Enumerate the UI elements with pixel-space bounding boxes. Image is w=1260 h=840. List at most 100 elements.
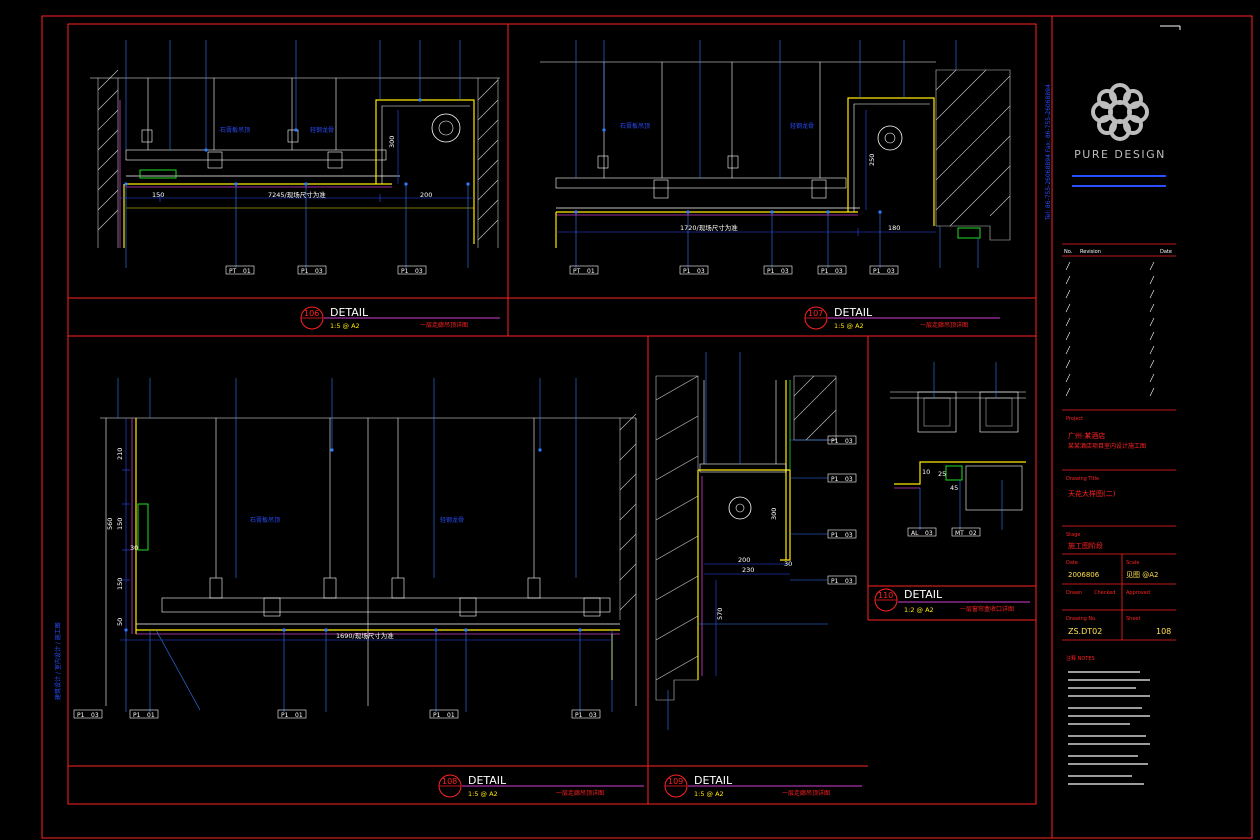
detail-label: DETAIL	[904, 588, 943, 601]
detail-scale: 1:5 @ A2	[694, 790, 724, 798]
notes-title: 注释 NOTES	[1066, 655, 1095, 662]
tag-code: P1	[683, 268, 691, 275]
notes-lines	[1068, 671, 1150, 785]
dim-text: 10	[922, 468, 930, 476]
dim-text: 30	[784, 560, 792, 568]
drawing-title: 天花大样图(二)	[1068, 489, 1116, 498]
project-label: Project	[1066, 416, 1083, 422]
detail-109-tags	[827, 435, 857, 585]
tag-code: MT	[955, 530, 964, 537]
scale-value: 见图 @A2	[1126, 571, 1158, 579]
tag-num: 03	[781, 268, 789, 275]
detail-scale: 1:5 @ A2	[468, 790, 498, 798]
drawn-label: Drawn	[1066, 590, 1082, 596]
tag-num: 03	[925, 530, 933, 537]
detail-108-title: 108 DETAIL 1:5 @ A2 一层走廊吊顶详图	[438, 774, 644, 798]
dim-text: 300	[388, 136, 396, 148]
logo	[1091, 83, 1149, 141]
tag-code: P1	[831, 438, 839, 445]
dim-text: 30	[130, 544, 138, 552]
brand-name: PURE DESIGN	[1074, 148, 1166, 161]
dim-text: 25	[938, 470, 946, 478]
corner-ticks	[1160, 25, 1181, 30]
detail-107-tag-labels: PT 01 P1 03 P1 03 P1 03 P1 03	[573, 268, 895, 275]
detail-109-tag-labels: P1 03 P1 03 P1 03 P1 03	[831, 438, 853, 585]
detail-110-title: 110 DETAIL 1:2 @ A2 一层窗帘盒收口详图	[874, 588, 1030, 614]
detail-107-title: 107 DETAIL 1:5 @ A2 一层走廊吊顶详图	[804, 306, 1000, 330]
detail-number: 110	[878, 591, 893, 600]
dim-text: 210	[116, 448, 124, 460]
tag-num: 03	[887, 268, 895, 275]
detail-106-title: 106 DETAIL 1:5 @ A2 一层走廊吊顶详图	[300, 306, 500, 330]
dim-text: 250	[868, 154, 876, 166]
revision-table	[1062, 243, 1176, 411]
tag-code: P1	[831, 476, 839, 483]
brand-subtitle-lines	[1072, 175, 1166, 187]
dim-text: 570	[716, 608, 724, 620]
drawing-label: Drawing Title	[1066, 476, 1099, 482]
detail-number: 109	[668, 777, 683, 786]
date-label: Date	[1066, 560, 1078, 566]
tag-num: 03	[697, 268, 705, 275]
dim-text: 1690/现场尺寸为准	[336, 631, 394, 640]
detail-107-drawing: 石膏板吊顶轻钢龙骨	[540, 40, 1011, 268]
tag-code: P1	[77, 712, 85, 719]
detail-110-tags	[907, 527, 981, 537]
tag-code: PT	[573, 268, 581, 275]
tag-num: 03	[415, 268, 423, 275]
stage-label: Stage	[1066, 532, 1080, 538]
tag-code: P1	[281, 712, 289, 719]
tag-num: 03	[315, 268, 323, 275]
detail-109-title: 109 DETAIL 1:5 @ A2 一层走廊吊顶详图	[664, 774, 862, 798]
detail-110-tag-labels: AL 03 MT 02	[911, 530, 977, 537]
tag-num: 01	[243, 268, 251, 275]
detail-108-tags	[73, 709, 601, 719]
detail-108-dimensions: 210 560 150 30 150 50 1690/现场尺寸为准	[106, 448, 394, 640]
detail-110-dimensions: 10 25 45	[922, 468, 958, 492]
detail-note: 一层走廊吊顶详图	[556, 789, 604, 797]
tag-code: AL	[911, 530, 919, 537]
tag-code: P1	[831, 578, 839, 585]
dim-text: 150	[152, 191, 164, 199]
dim-text: 150	[116, 518, 124, 530]
tag-code: P1	[767, 268, 775, 275]
detail-note: 一层走廊吊顶详图	[920, 321, 968, 329]
stage-value: 施工图阶段	[1068, 541, 1103, 550]
detail-106-dimensions: 150 7245/现场尺寸为准 200 300	[152, 136, 432, 199]
revision-slashes	[1065, 261, 1155, 397]
tag-num: 01	[147, 712, 155, 719]
sheet-value: 108	[1156, 627, 1171, 636]
detail-scale: 1:2 @ A2	[904, 606, 934, 614]
rev-header: Date	[1160, 249, 1172, 255]
svg-text:石膏板吊顶: 石膏板吊顶	[250, 516, 280, 524]
svg-text:轻钢龙骨: 轻钢龙骨	[440, 516, 464, 524]
tag-code: P1	[133, 712, 141, 719]
detail-106-drawing: 石膏板吊顶轻钢龙骨	[90, 40, 500, 268]
detail-scale: 1:5 @ A2	[834, 322, 864, 330]
detail-label: DETAIL	[330, 306, 369, 319]
tag-num: 03	[91, 712, 99, 719]
vertical-contact-text: Tel: 86-755-26068894 Fax: 86-755-2606889…	[1045, 84, 1052, 221]
detail-107-dimensions: 1720/现场尺寸为准 180 250	[680, 154, 900, 232]
date-value: 2006806	[1068, 571, 1100, 579]
detail-note: 一层窗帘盒收口详图	[960, 605, 1014, 613]
tag-code: PT	[229, 268, 237, 275]
detail-number: 108	[442, 777, 457, 786]
detail-note: 一层走廊吊顶详图	[782, 789, 830, 797]
detail-106-tags	[225, 265, 427, 275]
dwgno-label: Drawing No.	[1066, 616, 1097, 622]
svg-text:石膏板吊顶: 石膏板吊顶	[620, 122, 650, 130]
tag-code: P1	[873, 268, 881, 275]
project-section: Project 广州·某酒店 某某酒店项目室内设计施工图 Drawing Tit…	[1062, 416, 1176, 662]
tag-num: 02	[969, 530, 977, 537]
tag-num: 03	[589, 712, 597, 719]
dim-text: 230	[742, 566, 754, 574]
vertical-note-text: 建筑设计 / 室内设计 / 施工图	[54, 622, 62, 700]
dim-text: 150	[116, 578, 124, 590]
tag-num: 03	[845, 578, 853, 585]
detail-107-tags	[569, 265, 899, 275]
dim-text: 200	[738, 556, 750, 564]
tag-num: 03	[845, 438, 853, 445]
project-name-1: 广州·某酒店	[1068, 431, 1105, 440]
